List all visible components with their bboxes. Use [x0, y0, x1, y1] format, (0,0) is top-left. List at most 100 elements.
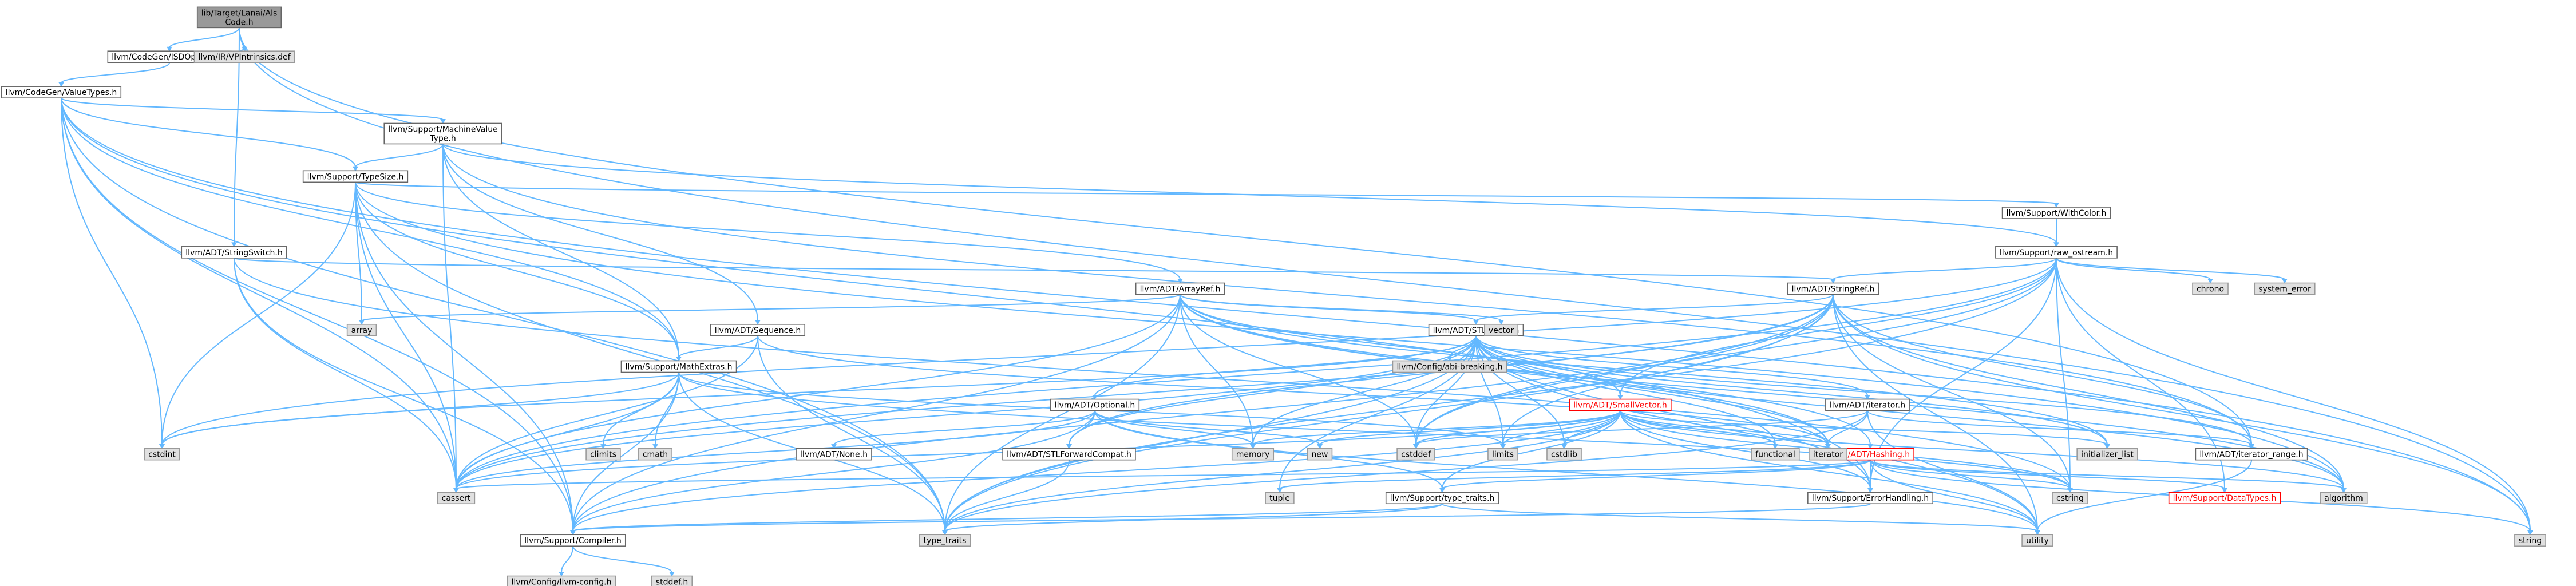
edge-hashing-to-algorithm	[1870, 459, 2344, 490]
node-errhandling[interactable]: llvm/Support/ErrorHandling.h	[1807, 492, 1933, 505]
node-withcolor[interactable]: llvm/Support/WithColor.h	[2001, 207, 2111, 219]
edge-stlextras-to-cstddef	[1415, 335, 1477, 445]
edge-arrayref-to-stlextras	[1180, 294, 1477, 322]
edge-iterrange-to-utility	[2037, 460, 2252, 532]
node-cstring: cstring	[2052, 492, 2088, 505]
edge-mathextras-to-compiler	[572, 372, 679, 532]
node-box	[2168, 492, 2281, 505]
edge-compiler-to-stddef	[572, 545, 672, 573]
node-sequence[interactable]: llvm/ADT/Sequence.h	[710, 323, 806, 336]
node-typesize[interactable]: llvm/Support/TypeSize.h	[302, 170, 409, 183]
node-box	[2001, 207, 2111, 219]
node-label: llvm/Support/TypeSize.h	[307, 172, 404, 181]
edge-arrowhead	[2104, 444, 2110, 449]
edge-arrowhead	[2282, 279, 2288, 284]
node-noneh[interactable]: llvm/ADT/None.h	[796, 448, 872, 461]
edge-mathextras-to-cmath	[655, 372, 679, 445]
node-tuple: tuple	[1265, 492, 1295, 505]
node-box	[585, 448, 621, 461]
node-box	[1135, 282, 1225, 295]
edge-smallvec-to-cstddef	[1415, 410, 1621, 446]
node-smallvec[interactable]: llvm/ADT/SmallVector.h	[1569, 398, 1672, 411]
edge-rawostream-to-stringref	[1833, 257, 2057, 280]
node-stringref[interactable]: llvm/ADT/StringRef.h	[1787, 282, 1879, 295]
edge-mathextras-to-cstdint	[161, 372, 679, 445]
node-label: lib/Target/Lanai/Als	[201, 9, 278, 18]
edge-arrowhead	[2207, 279, 2213, 284]
node-box	[2514, 534, 2546, 547]
node-valtypes[interactable]: llvm/CodeGen/ValueTypes.h	[1, 86, 122, 98]
node-optional[interactable]: llvm/ADT/Optional.h	[1050, 398, 1140, 411]
node-box	[1995, 246, 2118, 259]
edge-smallvec-to-errhandling	[1620, 410, 1871, 489]
edge-arrowhead	[1439, 488, 1445, 493]
edge-rawostream-to-cassert	[456, 258, 2057, 489]
edge-hashing-to-typetraitsh	[1442, 459, 1871, 490]
node-string: string	[2514, 534, 2546, 547]
node-box	[1, 86, 122, 98]
node-box	[1546, 448, 1582, 461]
node-box	[1307, 448, 1333, 461]
edge-valtypes-to-typesize	[61, 98, 356, 168]
edge-machval-to-iterrange	[442, 144, 2252, 445]
node-box	[196, 6, 282, 29]
edge-optional-to-utility	[1094, 410, 2038, 532]
node-datatypes[interactable]: llvm/Support/DataTypes.h	[2168, 492, 2281, 505]
node-label: llvm/Support/ErrorHandling.h	[1812, 494, 1929, 503]
node-box	[710, 323, 806, 336]
node-arrayref[interactable]: llvm/ADT/ArrayRef.h	[1135, 282, 1225, 295]
edge-rawostream-to-cstdint	[161, 258, 2057, 445]
edge-stlextras-to-iteratorh	[1475, 335, 1868, 396]
edge-smallvec-to-memory	[1252, 410, 1621, 446]
node-hashing[interactable]: llvm/ADT/Hashing.h	[1826, 448, 1914, 461]
node-cstddef: cstddef	[1396, 448, 1435, 461]
node-box	[1050, 398, 1140, 411]
node-label: llvm/CodeGen/ValueTypes.h	[6, 88, 117, 97]
node-label: Code.h	[225, 18, 253, 27]
edge-compiler-to-llvmconfig	[561, 546, 573, 573]
node-typetraitsh[interactable]: llvm/Support/type_traits.h	[1385, 492, 1499, 505]
edge-smallvec-to-limits	[1502, 410, 1621, 445]
node-iteratorh[interactable]: llvm/ADT/iterator.h	[1825, 398, 1910, 411]
edge-root-to-iterrange	[239, 27, 2252, 445]
node-strswitch[interactable]: llvm/ADT/StringSwitch.h	[181, 246, 287, 259]
node-box	[1396, 448, 1435, 461]
node-label: algorithm	[2324, 494, 2363, 503]
edge-arrowhead	[1865, 395, 1870, 400]
node-box	[144, 448, 180, 461]
node-syserr: system_error	[2254, 282, 2316, 295]
node-box	[1265, 492, 1295, 505]
node-box	[919, 534, 971, 547]
node-box	[1809, 448, 1847, 461]
edge-machval-to-typesize	[355, 144, 444, 168]
node-label: llvm/ADT/SmallVector.h	[1573, 401, 1667, 410]
node-label: Type.h	[429, 134, 456, 143]
node-rawostream[interactable]: llvm/Support/raw_ostream.h	[1995, 246, 2118, 259]
node-box	[2021, 534, 2053, 547]
edge-arrowhead	[58, 82, 64, 88]
node-compiler[interactable]: llvm/Support/Compiler.h	[520, 534, 626, 547]
node-label: limits	[1492, 450, 1514, 460]
node-stlfwd[interactable]: llvm/ADT/STLForwardCompat.h	[1002, 448, 1136, 461]
node-label: new	[1312, 450, 1328, 460]
node-box	[1825, 398, 1910, 411]
edge-arrayref-to-smallvec	[1180, 294, 1621, 396]
node-mathextras[interactable]: llvm/Support/MathExtras.h	[620, 360, 737, 373]
node-label: llvm/ADT/Sequence.h	[715, 326, 801, 335]
edge-valtypes-to-machval	[61, 97, 444, 121]
edge-valtypes-to-cassert	[61, 98, 457, 489]
edge-typesize-to-algorithm	[355, 182, 2344, 489]
edge-stlextras-to-cstdlib	[1475, 335, 1565, 445]
node-label: llvm/Support/raw_ostream.h	[2000, 248, 2113, 258]
node-iterrange[interactable]: llvm/ADT/iterator_range.h	[2195, 448, 2308, 461]
graph-edges	[58, 27, 2533, 577]
edge-stringref-to-algorithm	[1833, 294, 2344, 489]
node-label: system_error	[2258, 285, 2311, 294]
node-memory: memory	[1231, 448, 1275, 461]
node-abibreak: llvm/Config/abi-breaking.h	[1392, 360, 1507, 373]
edge-strswitch-to-compiler	[234, 258, 573, 532]
edge-hashing-to-tuple	[1279, 459, 1871, 490]
edge-iteratorh-to-typetraits	[944, 410, 1868, 532]
